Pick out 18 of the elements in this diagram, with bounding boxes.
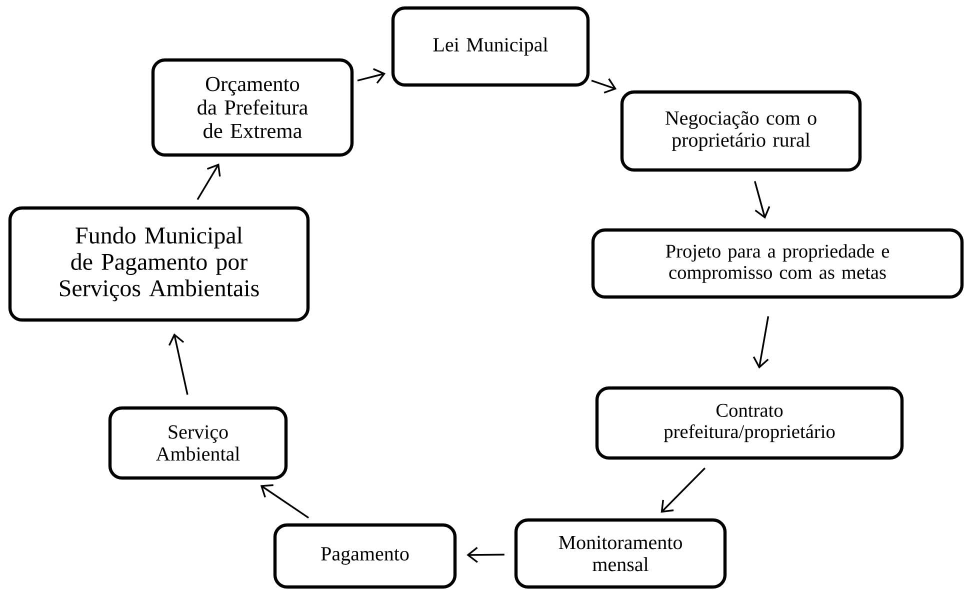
arrow [591, 78, 617, 94]
process-box: Monitoramento mensal [514, 518, 727, 589]
process-box: Lei Municipal [391, 6, 590, 87]
process-box: Projeto para a propriedade e compromisso com as metas [591, 228, 964, 299]
process-box: Serviço Ambiental [108, 406, 288, 480]
arrow [660, 468, 706, 513]
process-box: Contrato prefeitura/proprietário [595, 386, 904, 460]
arrow [466, 546, 504, 563]
arrow [752, 316, 770, 369]
process-box: Orçamento da Prefeitura de Extrema [151, 58, 354, 157]
arrow [754, 181, 770, 219]
arrow [196, 163, 221, 200]
arrow [357, 68, 386, 84]
arrow [260, 484, 310, 519]
arrow [168, 333, 188, 395]
process-box: Fundo Municipal de Pagamento por Serviços Ambientais [8, 206, 310, 322]
process-box: Pagamento [273, 523, 457, 589]
process-box: Negociação com o proprietário rural [620, 90, 862, 172]
